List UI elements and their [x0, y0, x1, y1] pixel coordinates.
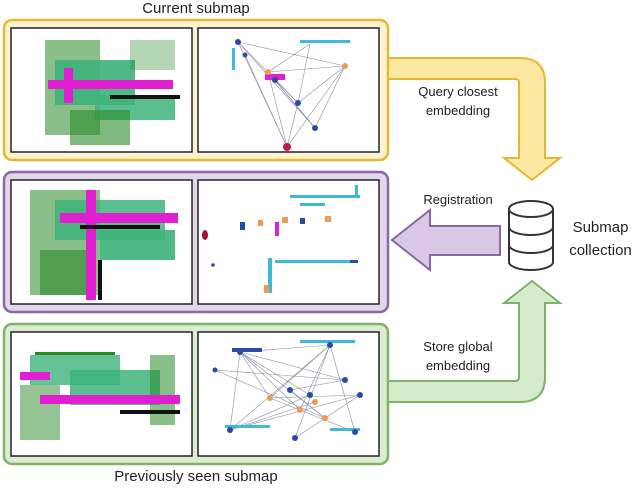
database-icon — [508, 200, 554, 271]
current-submap-graph — [197, 27, 380, 153]
current-submap-title: Current submap — [142, 0, 250, 17]
registration-arrow — [390, 207, 501, 273]
registered-objects — [197, 179, 380, 305]
registered-pointcloud-content — [30, 190, 178, 300]
store-arrow — [387, 279, 563, 403]
previous-submap-graph — [197, 331, 380, 457]
current-graph-nodes — [232, 39, 350, 151]
submap-collection-label: Submap collection — [561, 216, 640, 262]
collection-label-line2: collection — [569, 242, 632, 259]
collection-label-line1: Submap — [572, 219, 629, 236]
previous-graph-nodes — [212, 340, 363, 441]
previous-submap-title: Previously seen submap — [114, 468, 278, 485]
registered-objects-content — [202, 185, 360, 293]
query-label-line1: Query closest — [418, 84, 498, 99]
previous-pointcloud-content — [20, 352, 180, 440]
previous-graph-content — [214, 344, 361, 439]
current-graph-content — [237, 41, 346, 148]
store-label: Store global embedding — [398, 337, 518, 375]
registration-label: Registration — [423, 192, 493, 207]
store-label-line2: embedding — [425, 358, 491, 373]
query-label-line2: embedding — [425, 103, 491, 118]
current-pointcloud-content — [45, 40, 180, 145]
query-label: Query closest embedding — [398, 82, 518, 120]
query-arrow — [387, 57, 563, 182]
store-label-line1: Store global — [423, 339, 493, 354]
